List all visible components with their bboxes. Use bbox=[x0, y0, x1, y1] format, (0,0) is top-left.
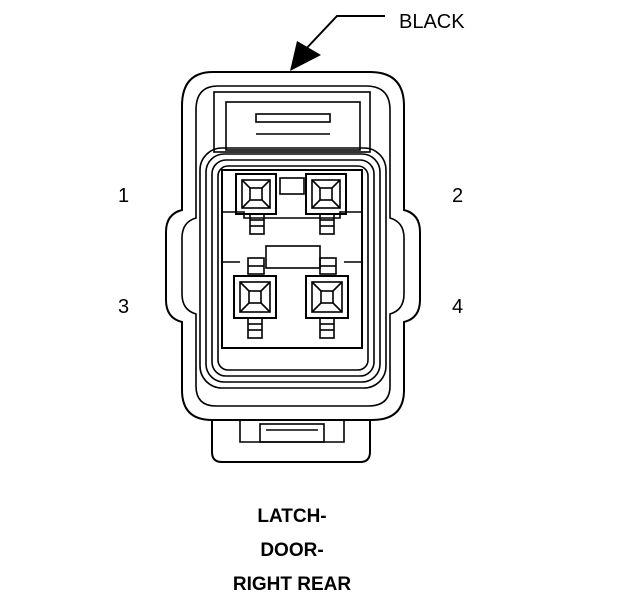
bottom-lock-tab bbox=[211, 420, 371, 463]
terminal-cavity-4 bbox=[305, 257, 349, 339]
connector-title-line-1: LATCH- bbox=[257, 506, 326, 527]
pin-number-1: 1 bbox=[118, 185, 129, 207]
terminal-cavity-2 bbox=[305, 173, 347, 235]
terminal-cavity-3 bbox=[233, 257, 277, 339]
connector-title-line-2: DOOR- bbox=[260, 540, 323, 561]
pin-number-3: 3 bbox=[118, 296, 129, 318]
terminal-cavity-1 bbox=[235, 173, 277, 235]
color-label: BLACK bbox=[399, 11, 465, 33]
pin-number-4: 4 bbox=[452, 296, 463, 318]
connector-housing bbox=[165, 71, 421, 463]
pin-number-2: 2 bbox=[452, 185, 463, 207]
top-latch bbox=[213, 91, 371, 153]
color-callout-leader bbox=[290, 15, 385, 71]
connector-title-line-3: RIGHT REAR bbox=[233, 574, 352, 595]
